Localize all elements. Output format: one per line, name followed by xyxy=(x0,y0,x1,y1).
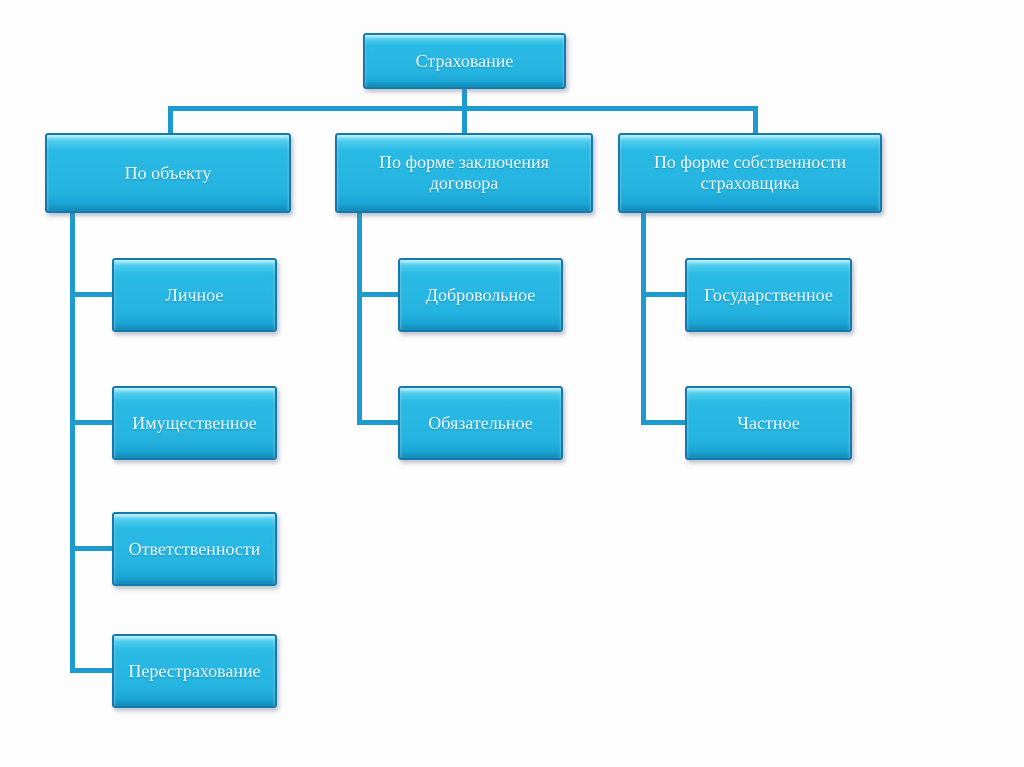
connector-stub-dobrovolnoe xyxy=(357,292,400,297)
node-child-chastnoe: Частное xyxy=(685,386,852,460)
connector-trunk-branch-3 xyxy=(641,211,646,425)
connector-stub-obyazatelnoe xyxy=(357,420,400,425)
node-branch-by-object: По объекту xyxy=(45,133,291,213)
connector-root-drop xyxy=(462,87,467,108)
connector-stub-lichnoe xyxy=(70,292,114,297)
connector-stub-gosudarstvennoe xyxy=(641,292,687,297)
node-child-gosudarstvennoe: Государственное xyxy=(685,258,852,332)
node-branch-by-contract-form: По форме заключения договора xyxy=(335,133,593,213)
connector-drop-branch-1 xyxy=(168,106,173,135)
connector-stub-otvetstvennosti xyxy=(70,546,114,551)
connector-stub-perestrakhovanie xyxy=(70,668,114,673)
node-root-strakhovanie: Страхование xyxy=(363,33,566,89)
node-child-imushchestvennoe: Имущественное xyxy=(112,386,277,460)
connector-stub-imushchestvennoe xyxy=(70,420,114,425)
node-branch-by-ownership-form: По форме собственности страховщика xyxy=(618,133,882,213)
connector-stub-chastnoe xyxy=(641,420,687,425)
node-child-dobrovolnoe: Добровольное xyxy=(398,258,563,332)
connector-drop-branch-3 xyxy=(753,106,758,135)
connector-trunk-branch-1 xyxy=(70,211,75,673)
connector-trunk-branch-2 xyxy=(357,211,362,425)
node-child-lichnoe: Личное xyxy=(112,258,277,332)
node-child-otvetstvennosti: Ответственности xyxy=(112,512,277,586)
connector-drop-branch-2 xyxy=(462,106,467,135)
node-child-perestrakhovanie: Перестрахование xyxy=(112,634,277,708)
node-child-obyazatelnoe: Обязательное xyxy=(398,386,563,460)
